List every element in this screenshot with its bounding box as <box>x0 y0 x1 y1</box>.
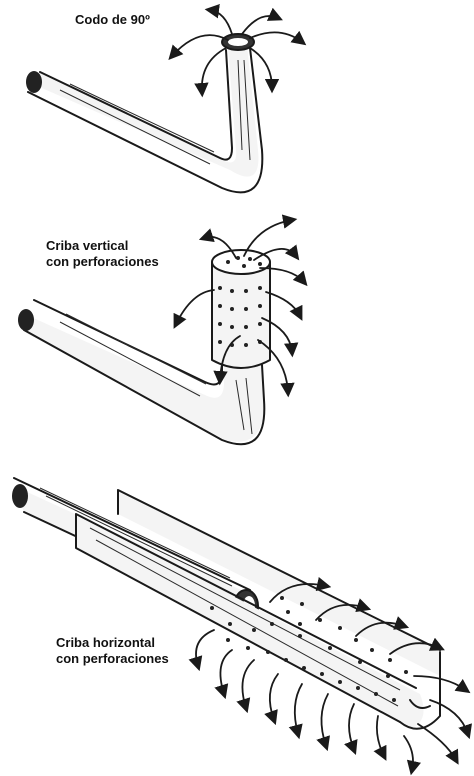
horizontal-screen-label: Criba horizontal con perforaciones <box>56 635 169 667</box>
horizontal-screen-pipe <box>12 478 440 729</box>
vertical-screen-label: Criba vertical con perforaciones <box>46 238 159 270</box>
pipe-opening-left <box>26 71 42 93</box>
vertical-screen-label-line1: Criba vertical <box>46 238 159 254</box>
elbow-label-text: Codo de 90º <box>75 12 150 27</box>
horizontal-screen-label-line1: Criba horizontal <box>56 635 169 651</box>
horizontal-screen-label-line2: con perforaciones <box>56 651 169 667</box>
pipe-opening-left-2 <box>18 309 34 331</box>
elbow-pipe <box>26 34 262 192</box>
pipe-opening-left-3 <box>12 484 28 508</box>
vertical-screen-label-line2: con perforaciones <box>46 254 159 270</box>
vertical-screen-pipe <box>18 250 270 444</box>
elbow-label: Codo de 90º <box>75 12 150 28</box>
